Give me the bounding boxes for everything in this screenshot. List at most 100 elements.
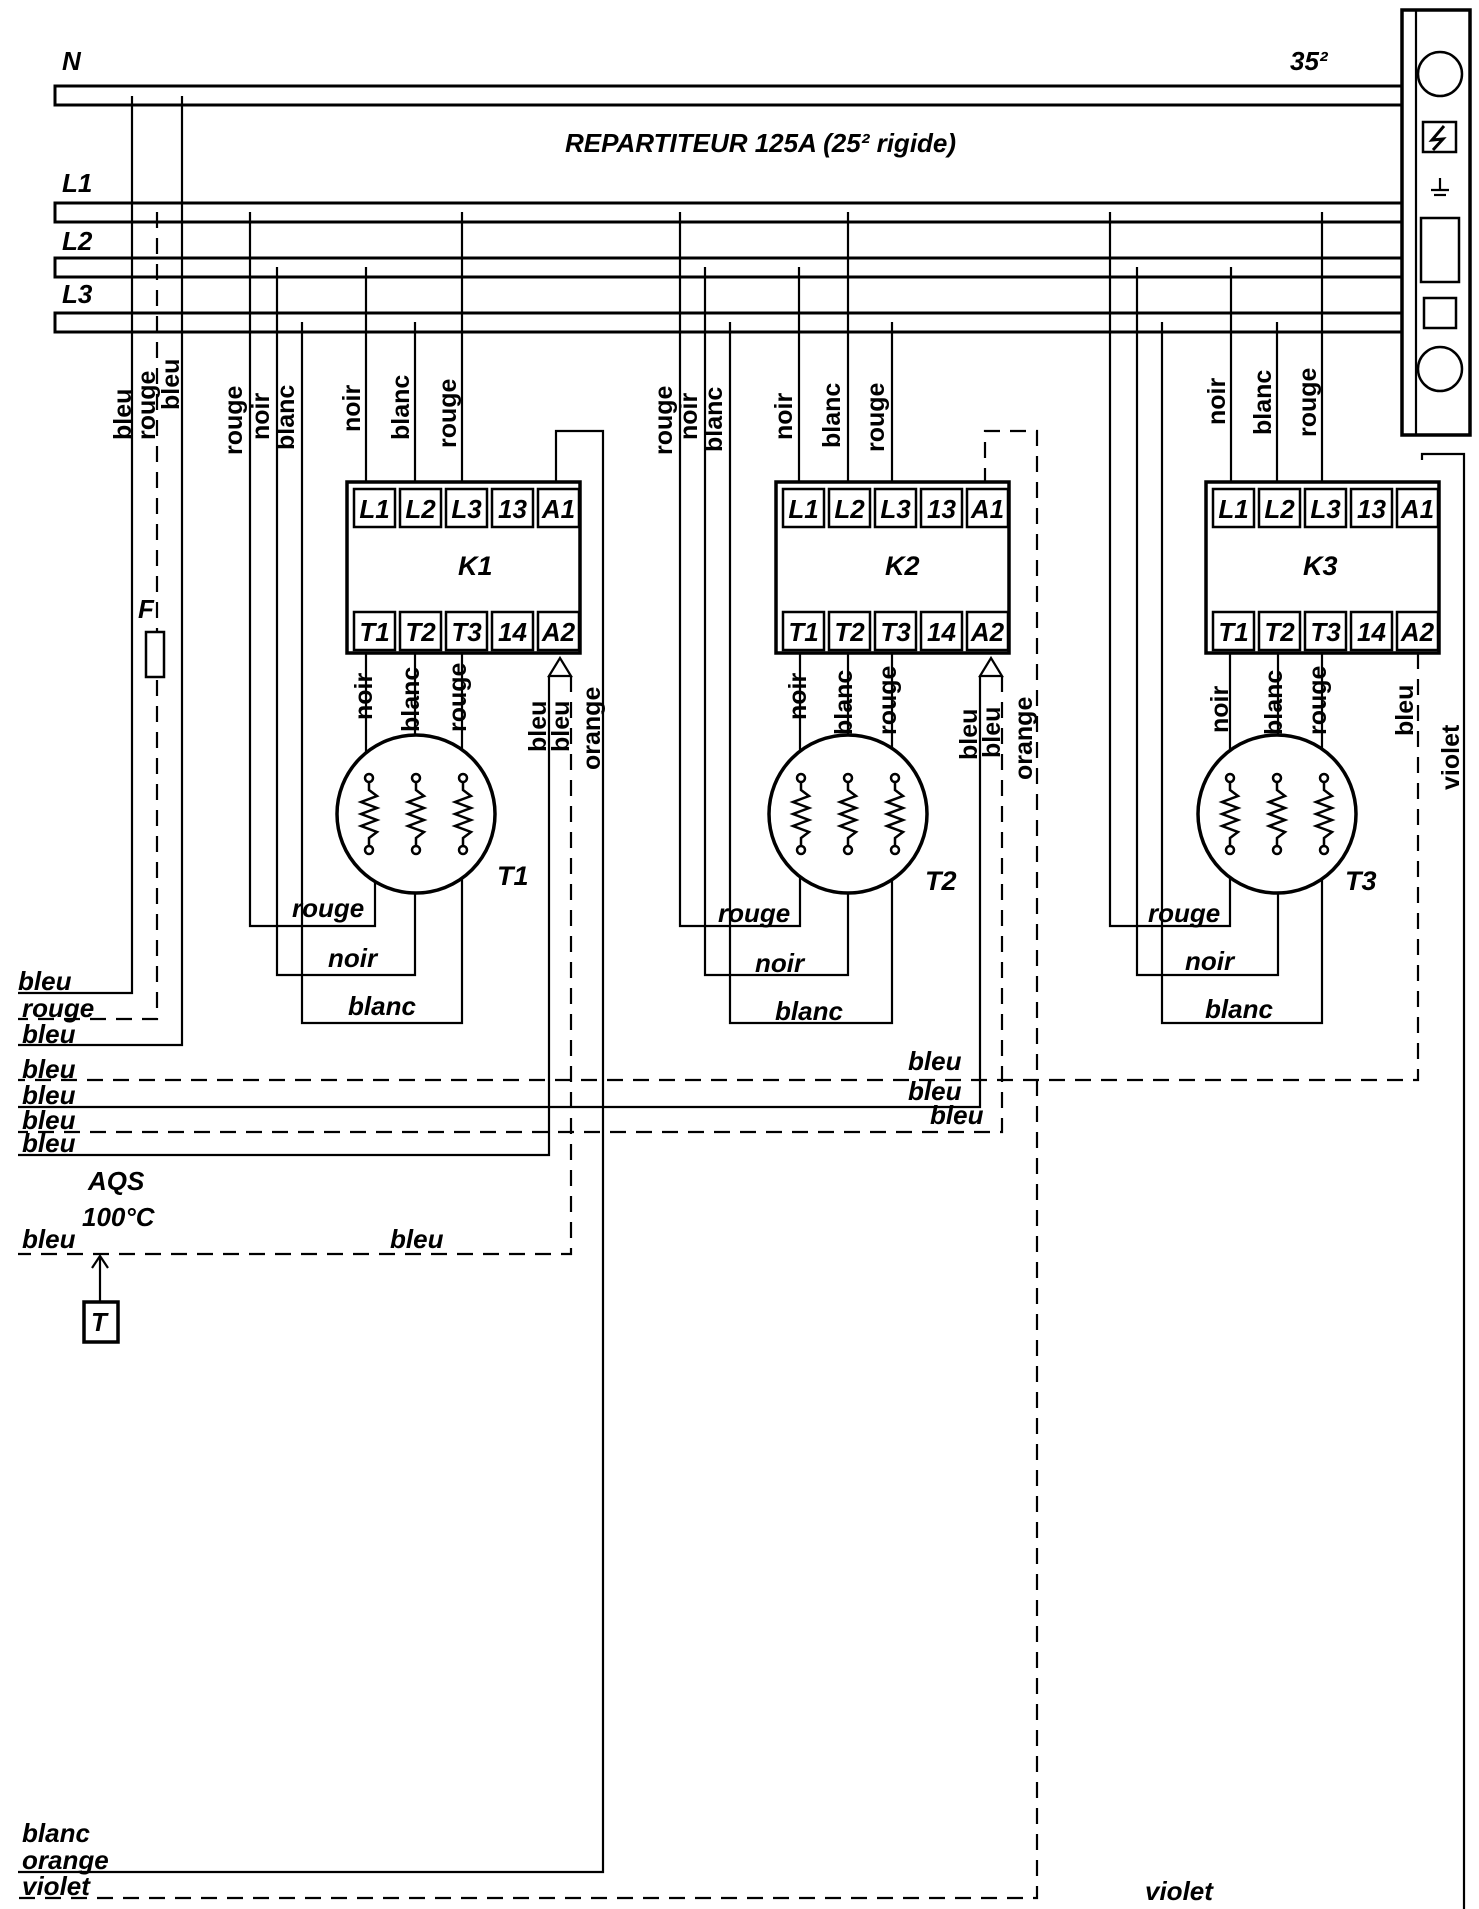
output-label: rouge bbox=[1304, 665, 1332, 735]
bus-title: REPARTITEUR 125A (25² rigide) bbox=[565, 128, 956, 158]
bundle-label: bleu bbox=[18, 966, 72, 996]
heater-label: T3 bbox=[1345, 866, 1377, 896]
k2-group bbox=[18, 212, 1039, 1900]
terminal-slot-icon bbox=[1419, 216, 1461, 284]
bundle-label: rouge bbox=[22, 993, 94, 1023]
output-label: blanc bbox=[397, 667, 425, 732]
terminal-label: T1 bbox=[788, 617, 818, 647]
terminal-label: L1 bbox=[788, 494, 818, 524]
section-label: 35² bbox=[1290, 46, 1329, 76]
terminal-label: L1 bbox=[1218, 494, 1248, 524]
terminal-label: T2 bbox=[834, 617, 865, 647]
terminal-label: L1 bbox=[359, 494, 389, 524]
coil-label: bleu bbox=[524, 701, 552, 752]
thermostat-temperature: 100°C bbox=[82, 1202, 156, 1232]
terminal-cell bbox=[536, 487, 581, 529]
output-label: blanc bbox=[830, 670, 858, 735]
output-label: noir bbox=[350, 673, 378, 720]
terminal-screw-icon bbox=[1416, 345, 1464, 393]
terminal-cell bbox=[1303, 487, 1348, 529]
terminal-label: 13 bbox=[1357, 494, 1386, 524]
terminal-square-icon bbox=[1422, 296, 1458, 330]
output-label: rouge bbox=[444, 662, 472, 732]
input-label: noir bbox=[338, 385, 366, 432]
heater-t1 bbox=[335, 733, 497, 895]
terminal-cell bbox=[444, 487, 489, 529]
resistor-coil bbox=[789, 782, 813, 846]
k1-group bbox=[18, 212, 605, 1874]
fuse-label: F bbox=[138, 594, 155, 624]
ground-icon bbox=[1431, 178, 1449, 197]
terminal-cell bbox=[1349, 487, 1394, 529]
coil-label: orange bbox=[578, 687, 606, 770]
bundle-label: bleu bbox=[908, 1046, 962, 1076]
heater-coils bbox=[357, 772, 1336, 856]
l3-bar bbox=[53, 311, 1414, 334]
coil-label: bleu bbox=[547, 701, 575, 752]
return-label: blanc bbox=[348, 991, 416, 1021]
terminal-cell bbox=[398, 610, 443, 652]
terminal-label: L3 bbox=[880, 494, 911, 524]
bundle-label: bleu bbox=[930, 1100, 984, 1130]
thermostat-left-label: bleu bbox=[22, 1224, 76, 1254]
output-label: blanc bbox=[1260, 670, 1288, 735]
coil-label: bleu bbox=[1391, 685, 1419, 736]
bundle-label: bleu bbox=[22, 1054, 76, 1084]
supply-label: noir bbox=[247, 393, 275, 440]
temperature-sensor-icon bbox=[82, 1300, 120, 1344]
return-label: blanc bbox=[1205, 994, 1273, 1024]
terminal-cell bbox=[827, 487, 872, 529]
terminal-label: T1 bbox=[1218, 617, 1248, 647]
left-feed-label: bleu bbox=[157, 359, 185, 410]
bundle-label: bleu bbox=[22, 1019, 76, 1049]
l2-bar bbox=[53, 256, 1414, 279]
terminal-cell bbox=[536, 610, 581, 652]
terminal-label: 14 bbox=[1357, 617, 1386, 647]
bundle-label: bleu bbox=[22, 1080, 76, 1110]
bundle-label: bleu bbox=[22, 1105, 76, 1135]
l2-label: L2 bbox=[62, 226, 93, 256]
terminal-label: L2 bbox=[834, 494, 865, 524]
terminal-cell bbox=[398, 487, 443, 529]
return-label: blanc bbox=[775, 996, 843, 1026]
return-label: rouge bbox=[292, 893, 364, 923]
terminal-block bbox=[1400, 8, 1472, 437]
terminal-label: T1 bbox=[359, 617, 389, 647]
terminal-cell bbox=[490, 487, 535, 529]
coil-label: bleu bbox=[978, 707, 1006, 758]
return-label: noir bbox=[1185, 946, 1236, 976]
distribution-bars bbox=[53, 84, 1414, 334]
input-label: noir bbox=[1203, 378, 1231, 425]
terminal-label: 13 bbox=[498, 494, 527, 524]
left-feed-label: rouge bbox=[133, 370, 161, 440]
violet-label: violet bbox=[1145, 1876, 1214, 1906]
resistor-coil bbox=[404, 782, 428, 846]
thermostat-label: AQS bbox=[87, 1166, 145, 1196]
coil-label: bleu bbox=[955, 709, 983, 760]
terminal-label: A2 bbox=[1400, 617, 1435, 647]
bundle-label: violet bbox=[22, 1871, 91, 1901]
terminal-cell bbox=[1257, 610, 1302, 652]
supply-label: blanc bbox=[272, 385, 300, 450]
neutral-label: N bbox=[62, 46, 82, 76]
terminal-label: A1 bbox=[541, 494, 575, 524]
neutral-bar bbox=[53, 84, 1414, 107]
terminal-label: L3 bbox=[1310, 494, 1341, 524]
terminal-cell bbox=[781, 487, 826, 529]
input-label: noir bbox=[770, 393, 798, 440]
terminal-label: T3 bbox=[1310, 617, 1341, 647]
sensor-label: T bbox=[91, 1307, 109, 1337]
l1-label: L1 bbox=[62, 168, 92, 198]
heater-label: T2 bbox=[925, 866, 957, 896]
output-label: rouge bbox=[874, 665, 902, 735]
return-label: rouge bbox=[1148, 898, 1220, 928]
resistor-coil bbox=[883, 782, 907, 846]
terminal-label: L2 bbox=[405, 494, 436, 524]
input-label: blanc bbox=[1249, 370, 1277, 435]
resistor-coil bbox=[451, 782, 475, 846]
output-label: noir bbox=[784, 673, 812, 720]
l1-bar bbox=[53, 201, 1414, 224]
k3-group bbox=[18, 212, 1466, 1909]
